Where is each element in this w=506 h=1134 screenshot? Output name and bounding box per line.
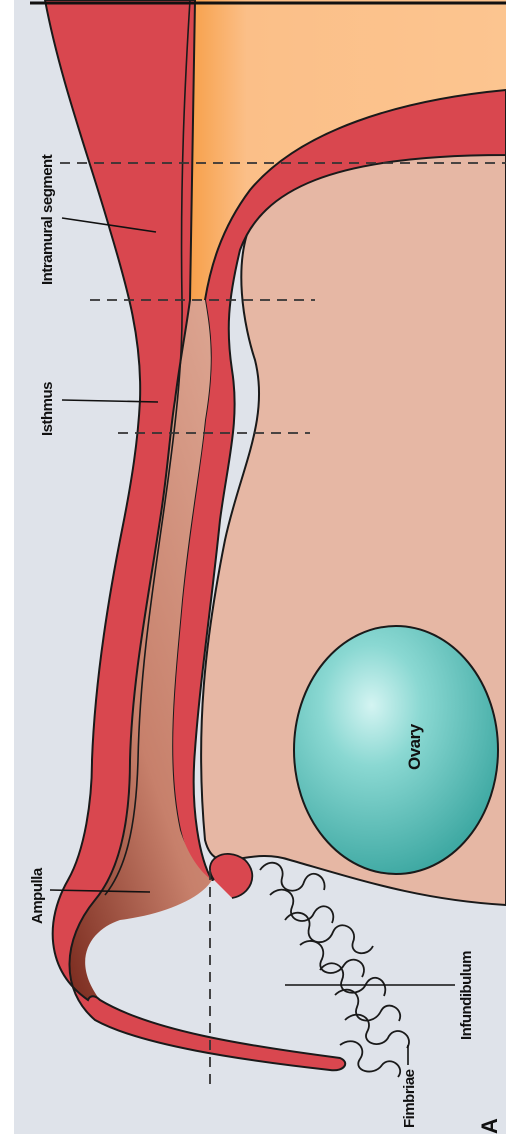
panel-letter: A bbox=[477, 1118, 502, 1134]
label-intramural-segment: Intramural segment bbox=[39, 154, 56, 285]
label-fimbriae: Fimbriae bbox=[401, 1069, 418, 1128]
label-isthmus: Isthmus bbox=[39, 382, 56, 436]
label-ampulla: Ampulla bbox=[29, 867, 46, 924]
label-infundibulum: Infundibulum bbox=[458, 951, 475, 1040]
left-margin bbox=[0, 0, 14, 1134]
ovary bbox=[294, 626, 498, 874]
ovary-label: Ovary bbox=[405, 723, 424, 770]
